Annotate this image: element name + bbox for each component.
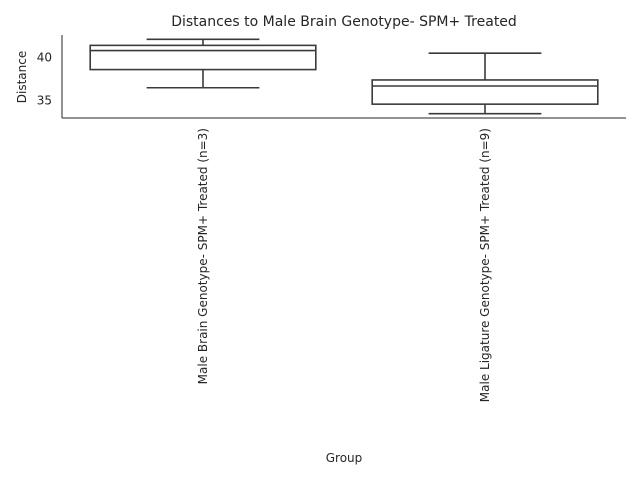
x-axis-ticks: Male Brain Genotype- SPM+ Treated (n=3) M… [196, 128, 492, 402]
box-iqr [89, 44, 317, 71]
y-axis-label: Distance [15, 51, 29, 103]
chart-title: Distances to Male Brain Genotype- SPM+ T… [171, 14, 517, 30]
plot-area [89, 38, 599, 115]
y-tick-label: 40 [37, 50, 52, 64]
box-group-2 [371, 52, 599, 115]
y-axis-ticks: 35 40 [37, 50, 52, 107]
x-tick-label: Male Brain Genotype- SPM+ Treated (n=3) [196, 128, 210, 384]
box-group-1 [89, 38, 317, 89]
y-tick-label: 35 [37, 94, 52, 108]
x-axis-label: Group [326, 451, 363, 465]
x-tick-label: Male Ligature Genotype- SPM+ Treated (n=… [478, 128, 492, 402]
box-iqr [371, 79, 599, 105]
